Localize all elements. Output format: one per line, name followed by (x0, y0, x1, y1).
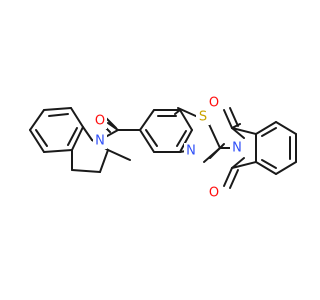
structure-diagram: N O S N N O O (29, 95, 297, 201)
bond (231, 127, 257, 135)
bond (231, 161, 257, 169)
oxygen-atom-imide-top: O (209, 96, 219, 111)
bond (29, 129, 45, 153)
bonds (29, 107, 297, 189)
bond (231, 127, 245, 139)
bond (99, 149, 109, 173)
bond (82, 126, 93, 141)
bond (229, 107, 239, 127)
bond (223, 167, 233, 187)
sulfur-atom: S (199, 110, 207, 125)
bond (255, 161, 277, 175)
oxygen-atom-imide-bottom: O (209, 186, 219, 201)
bond (207, 121, 221, 149)
bond (179, 129, 193, 153)
nitrogen-atom-thiazole: N (186, 144, 196, 159)
bond (255, 121, 277, 135)
bond (275, 121, 297, 135)
bond (43, 149, 73, 153)
bond (275, 161, 297, 175)
bond (105, 117, 117, 129)
bond (43, 107, 72, 111)
bond (231, 157, 245, 169)
bond (261, 159, 277, 169)
nitrogen-atom-imide: N (232, 141, 242, 156)
bond (71, 169, 101, 173)
bond (179, 109, 193, 131)
bond (67, 127, 78, 146)
bond (223, 109, 233, 129)
bond (209, 143, 225, 159)
bond (261, 127, 277, 137)
bond (35, 129, 48, 147)
bond (107, 149, 131, 161)
bond (174, 109, 181, 115)
bond (177, 107, 199, 118)
oxygen-atom-amide: O (95, 114, 105, 129)
bond (145, 129, 158, 147)
bond (139, 109, 155, 131)
bond (71, 126, 84, 151)
bond (29, 109, 45, 131)
bond (48, 113, 69, 117)
bond (176, 130, 187, 147)
nitrogen-atom-indoline: N (95, 134, 105, 149)
bond (70, 107, 84, 128)
atom-labels: N O S N N O O (93, 95, 244, 201)
bond (139, 129, 155, 153)
bond (229, 169, 239, 189)
